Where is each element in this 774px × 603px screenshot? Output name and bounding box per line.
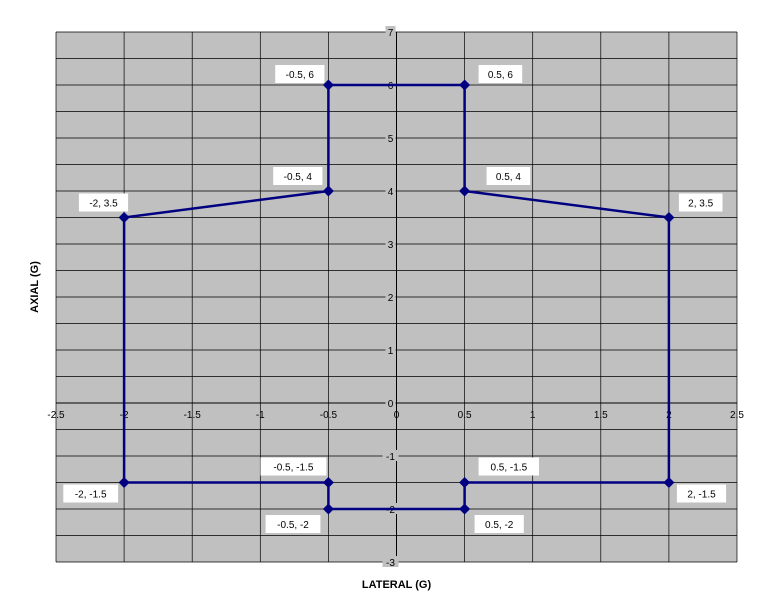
y-tick-label: 3	[388, 240, 394, 251]
x-tick-label: -0.5	[320, 410, 338, 421]
data-point-marker	[459, 185, 471, 197]
y-tick-label: 1	[388, 346, 394, 357]
data-point-marker	[118, 477, 130, 488]
data-label: 2, -1.5	[687, 490, 716, 501]
data-point-marker	[322, 503, 334, 515]
y-tick-label-bg	[385, 344, 396, 355]
x-tick-label: -2.5	[47, 410, 65, 421]
data-label-box	[478, 457, 539, 476]
y-axis-title: AXIAL (G)	[29, 261, 41, 313]
x-tick-label: 2.5	[730, 410, 744, 421]
y-tick-label: 0	[388, 399, 394, 410]
x-tick-label: -1.5	[184, 410, 202, 421]
data-point-marker	[459, 503, 471, 515]
x-axis-title: LATERAL (G)	[362, 579, 432, 591]
data-point-marker	[322, 79, 334, 91]
data-point-marker	[322, 477, 334, 488]
data-label: 2, 3.5	[688, 199, 713, 210]
data-point-marker	[459, 477, 471, 488]
data-markers	[118, 79, 675, 515]
y-tick-label: 4	[388, 187, 394, 198]
data-label-box	[260, 457, 327, 476]
y-tick-label: 7	[388, 28, 394, 39]
data-label-box	[676, 484, 727, 503]
y-tick-label-bg	[385, 291, 396, 302]
data-label-box	[273, 167, 323, 185]
data-label: 0.5, -1.5	[490, 463, 527, 474]
y-tick-label: -1	[386, 452, 395, 463]
data-label-box	[474, 515, 524, 533]
data-label-box	[265, 515, 321, 533]
data-label: -0.5, -1.5	[273, 463, 313, 474]
x-tick-label: 0	[394, 410, 400, 421]
data-label: -0.5, 6	[286, 70, 315, 81]
y-tick-label-bg	[385, 26, 396, 37]
data-label: -2, 3.5	[89, 199, 118, 210]
x-tick-label: -1	[256, 410, 265, 421]
axes	[56, 32, 737, 562]
y-tick-label: -3	[386, 558, 395, 569]
data-label: 0.5, -2	[485, 520, 514, 531]
y-tick-label: 5	[388, 134, 394, 145]
y-tick-label: 2	[388, 293, 394, 304]
data-label: -2, -1.5	[75, 490, 107, 501]
data-label-box	[678, 193, 723, 212]
y-tick-label-bg	[385, 132, 396, 143]
data-point-marker	[663, 477, 675, 488]
y-tick-label-bg	[385, 238, 396, 249]
data-point-marker	[322, 185, 334, 197]
x-tick-label: 0.5	[458, 410, 472, 421]
x-tick-label: 1	[530, 410, 536, 421]
data-label: -0.5, -2	[277, 520, 309, 531]
data-label: 0.5, 4	[496, 172, 521, 183]
data-point-marker	[118, 212, 130, 223]
data-point-marker	[663, 212, 675, 223]
y-tick-label-bg	[382, 450, 399, 461]
data-label-box	[63, 484, 119, 503]
x-tick-label: 1.5	[594, 410, 608, 421]
y-tick-label: -2	[386, 505, 395, 516]
data-label: -0.5, 4	[284, 172, 313, 183]
data-label-box	[275, 65, 325, 83]
data-label-box	[486, 167, 531, 185]
y-tick-label-bg	[385, 185, 396, 196]
data-labels: -2, 3.5 -0.5, 4 -0.5, 6 0.5, 6 0.5, 4 2, 3.5 2…	[63, 65, 727, 533]
data-label: 0.5, 6	[488, 70, 513, 81]
y-tick-label-bg	[385, 397, 396, 408]
data-label-box	[478, 65, 523, 83]
y-tick-label-bg	[382, 556, 399, 567]
data-label-box	[78, 193, 129, 212]
y-tick-label: 6	[388, 81, 394, 92]
data-point-marker	[459, 79, 471, 91]
